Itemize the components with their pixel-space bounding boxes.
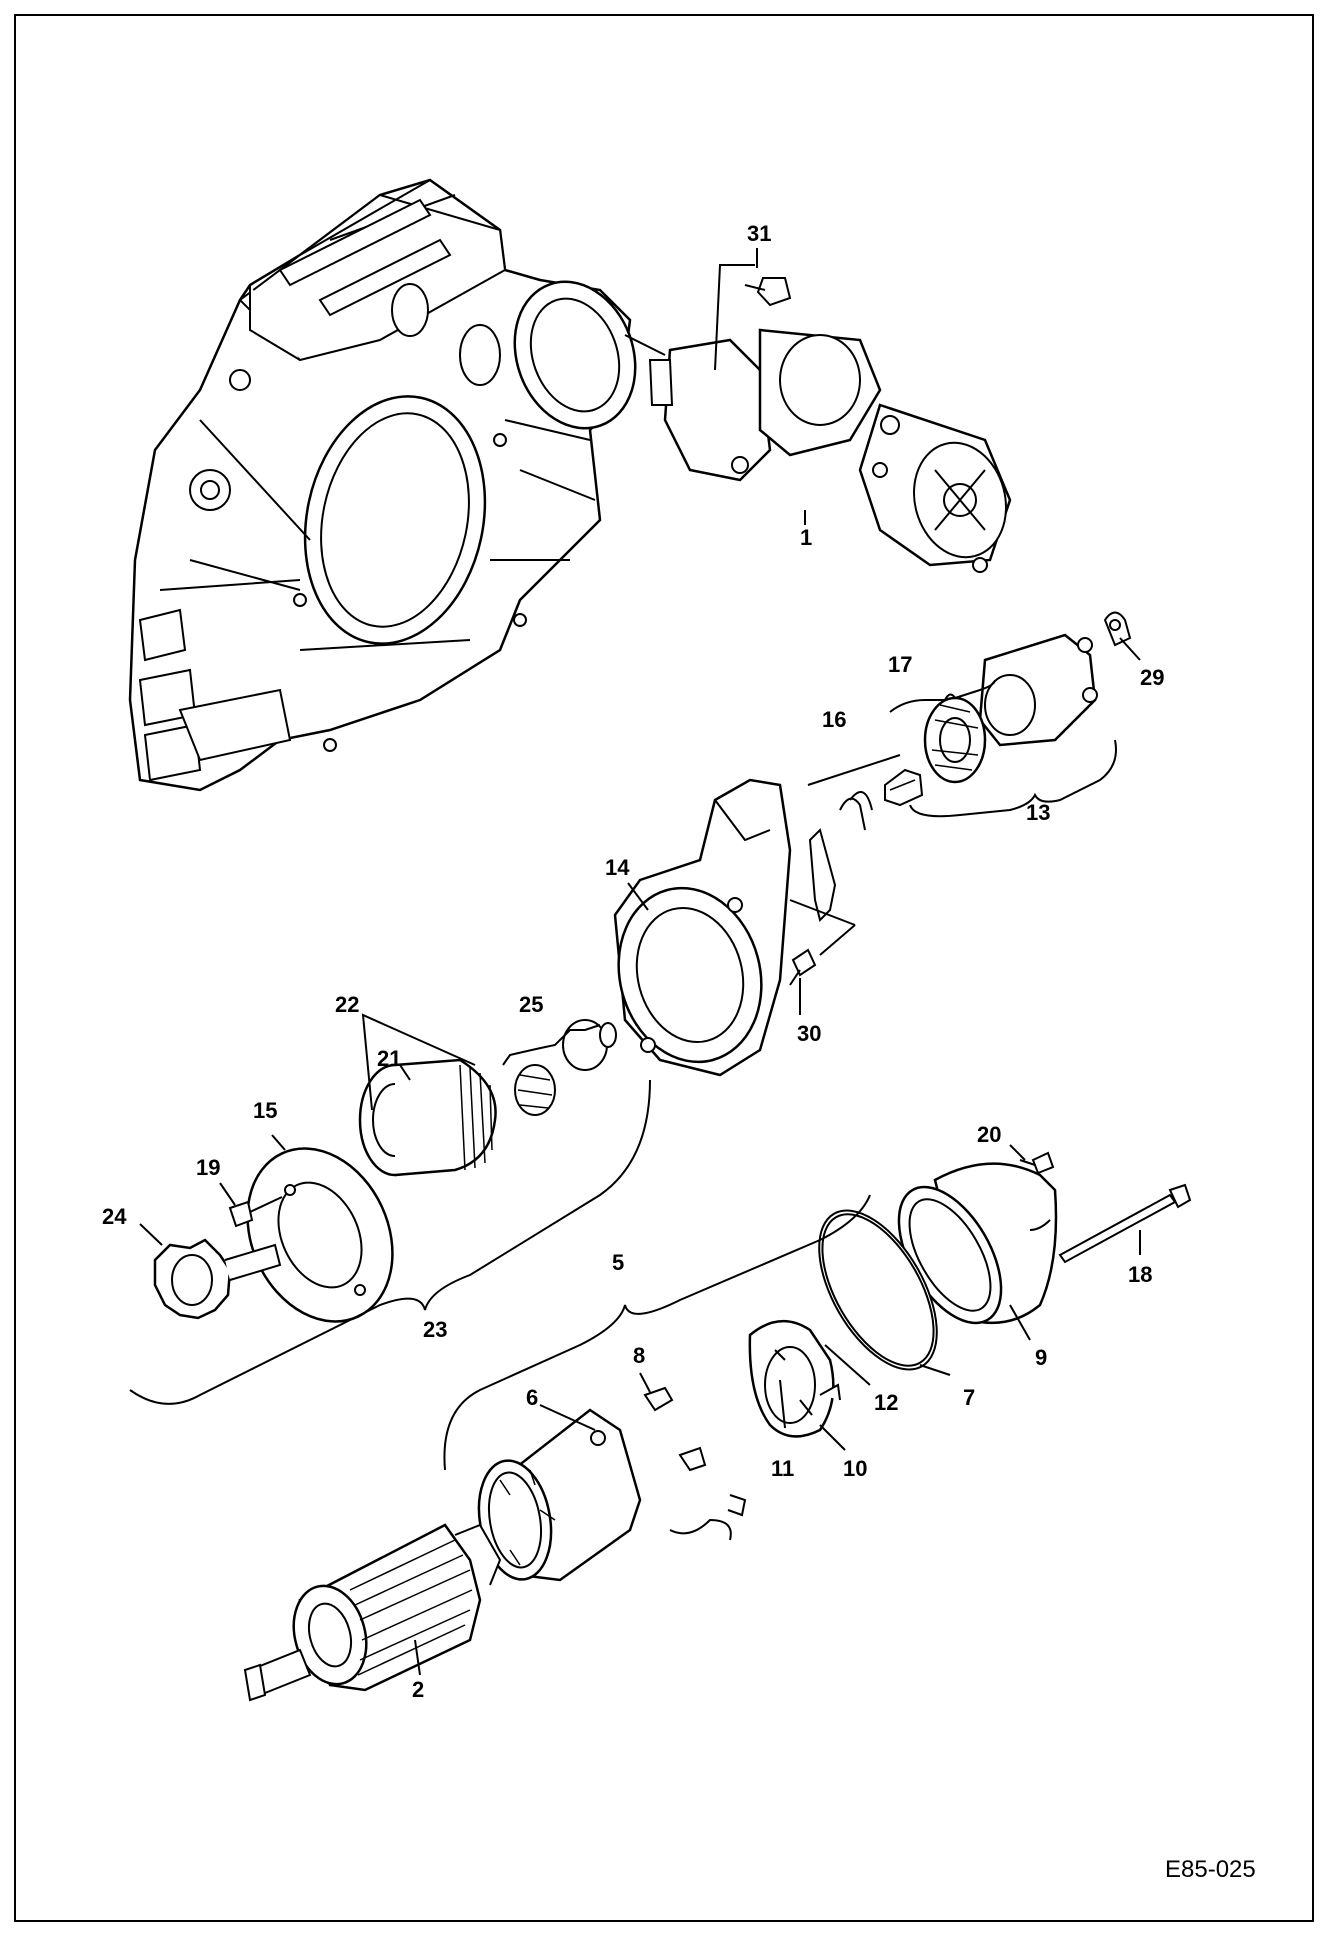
- leader-11: [824, 1344, 871, 1386]
- bolt-20: [1019, 1151, 1055, 1175]
- leader-10: [819, 1424, 846, 1451]
- flywheel-housing: [128, 178, 666, 792]
- pinion-spring-25: [514, 1019, 617, 1116]
- solenoid-plunger-17: [923, 696, 987, 784]
- reference-code: E85-025: [1165, 1856, 1256, 1883]
- callout-6: 6: [526, 1385, 538, 1410]
- leader-9: [1009, 1304, 1031, 1341]
- callout-12: 11: [771, 1456, 794, 1481]
- callout-10: 10: [843, 1456, 867, 1481]
- callout-22: 21: [377, 1046, 401, 1071]
- diagram-frame: [14, 14, 1314, 1922]
- brace-5: [443, 1194, 871, 1471]
- rear-cover-9: [897, 1162, 1058, 1325]
- callout-11: 12: [874, 1390, 898, 1415]
- leader-12: [779, 1379, 786, 1429]
- callout-14: 14: [605, 855, 630, 880]
- drive-housing-14: [613, 778, 792, 1077]
- plunger-spring-16: [884, 768, 924, 807]
- leader-20: [1009, 1144, 1026, 1161]
- brace-25: [502, 1024, 601, 1066]
- bracket-23: [361, 1013, 476, 1111]
- overrunning-clutch-22: [358, 1058, 497, 1177]
- nut-29: [1103, 611, 1132, 647]
- shift-lever-spring: [808, 791, 873, 922]
- callout-9: 9: [1035, 1345, 1047, 1370]
- leader-14: [627, 882, 649, 911]
- brace-17: [889, 679, 996, 713]
- callout-5: 5: [612, 1250, 624, 1275]
- callout-16: 16: [822, 707, 846, 732]
- armature-2: [243, 1523, 502, 1702]
- o-ring-7-inner: [821, 1213, 935, 1367]
- callout-25: 25: [519, 992, 543, 1017]
- brace-21: [129, 1079, 651, 1405]
- solenoid-switch: [978, 633, 1098, 747]
- callout-21: 23: [423, 1317, 447, 1342]
- bolt-30: [789, 899, 856, 986]
- screw-19: [228, 1196, 283, 1228]
- pinion-gear-24: [153, 1238, 282, 1320]
- leader-2: [414, 1639, 421, 1676]
- callout-7: 7: [963, 1385, 975, 1410]
- callout-29: 29: [1140, 665, 1164, 690]
- bolt-31: [714, 264, 792, 371]
- leader-19: [219, 1182, 236, 1206]
- callout-13: 13: [1026, 800, 1050, 825]
- leader-24: [139, 1223, 163, 1246]
- callout-23: 22: [335, 992, 359, 1017]
- brace-16: [807, 754, 901, 786]
- callout-17: 17: [888, 652, 912, 677]
- callout-19: 19: [196, 1155, 220, 1180]
- callout-31: 31: [747, 221, 771, 246]
- callout-1: 1: [800, 525, 812, 550]
- callout-2: 2: [412, 1677, 424, 1702]
- leader-15: [271, 1134, 286, 1151]
- callout-15: 15: [253, 1098, 277, 1123]
- callout-30: 30: [797, 1021, 821, 1046]
- yoke-assembly: [477, 1386, 747, 1582]
- leader-22: [399, 1064, 411, 1081]
- brace-13: [909, 739, 1117, 818]
- leader-29: [1119, 637, 1141, 661]
- brush-holder-10: [748, 1319, 841, 1438]
- leader-6: [539, 1404, 596, 1431]
- callout-8: 8: [633, 1343, 645, 1368]
- leader-7: [919, 1364, 951, 1376]
- through-bolt-18: [1058, 1183, 1192, 1264]
- callout-18: 18: [1128, 1262, 1152, 1287]
- centre-plate-15: [246, 1147, 394, 1323]
- callout-labels: 31 1 29 17 16 13 14 30 22 25 21 15 19 24…: [102, 221, 1164, 1702]
- callout-24: 24: [102, 1204, 127, 1229]
- leader-8: [639, 1372, 651, 1393]
- callout-20: 20: [977, 1122, 1001, 1147]
- starter-motor-assembly: [648, 328, 1012, 573]
